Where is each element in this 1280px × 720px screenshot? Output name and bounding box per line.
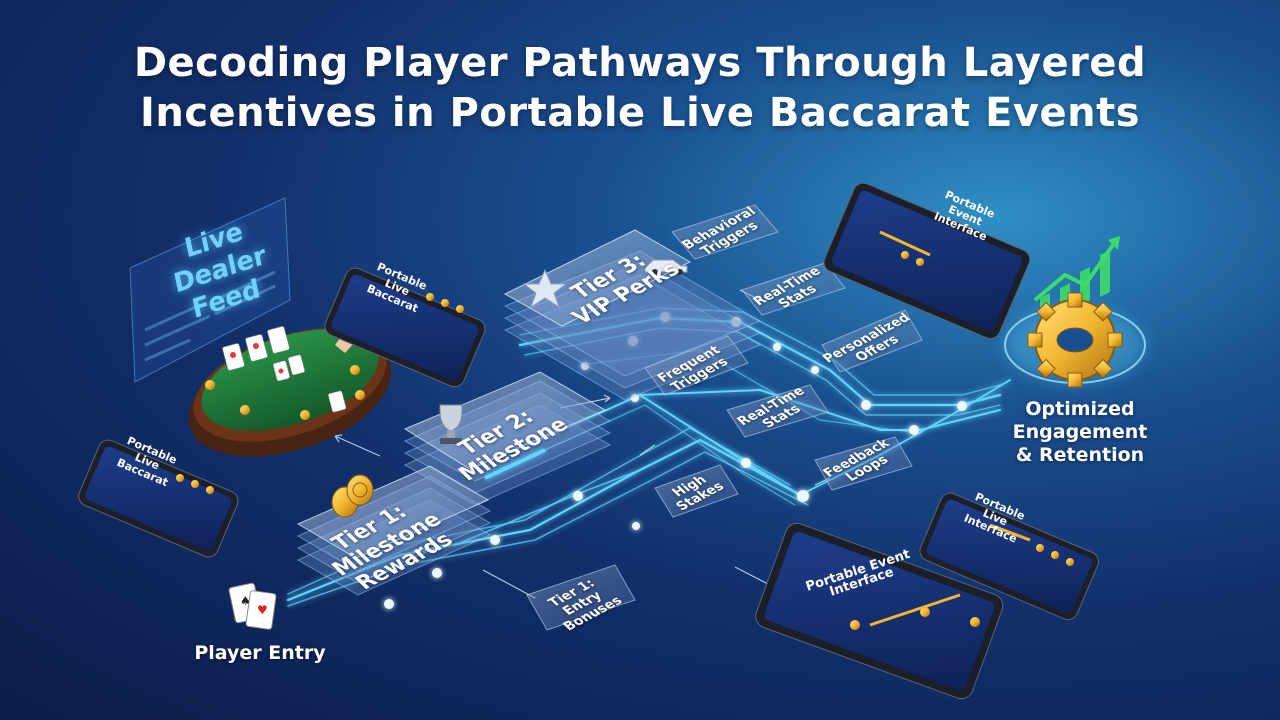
title-line-1: Decoding Player Pathways Through Layered: [133, 40, 1147, 86]
tablet-top-device: [823, 182, 1031, 340]
pathway-nodes: [384, 312, 967, 609]
outcome-line-3: & Retention: [1015, 444, 1145, 466]
coins-icon: [331, 474, 374, 518]
star-icon: [522, 268, 568, 309]
page-title: Decoding Player Pathways Through Layered…: [0, 38, 1280, 138]
gear-icon: [1027, 292, 1123, 388]
phone-right-device: [919, 492, 1099, 621]
svg-text:♥: ♥: [257, 603, 268, 617]
phone-left-device: [78, 439, 239, 558]
svg-text:♠: ♠: [240, 594, 251, 608]
title-line-2: Incentives in Portable Live Baccarat Eve…: [139, 90, 1140, 136]
player-entry-label: Player Entry: [194, 642, 326, 664]
baccarat-table: [188, 312, 392, 457]
outcome-label: Optimized Engagement & Retention: [995, 398, 1165, 467]
outcome-line-1: Optimized: [1025, 398, 1135, 420]
device-screen-bars: [869, 230, 1031, 627]
car-icon: [644, 259, 688, 275]
phone-top-device: [324, 267, 486, 388]
tablet-bottom-device: [755, 522, 1004, 700]
playing-cards-icon: ♠ ♥: [228, 582, 277, 630]
device-screen-details: [176, 251, 1074, 630]
growth-arrow-icon: [1033, 240, 1117, 302]
live-dealer-feed-screen: [129, 197, 291, 383]
trophy-icon: [439, 404, 463, 444]
outcome-line-2: Engagement: [1012, 421, 1148, 443]
tier-2-platform: [403, 371, 612, 506]
feature-card-shapes: [526, 204, 923, 631]
tier-1-platform: [296, 465, 492, 596]
